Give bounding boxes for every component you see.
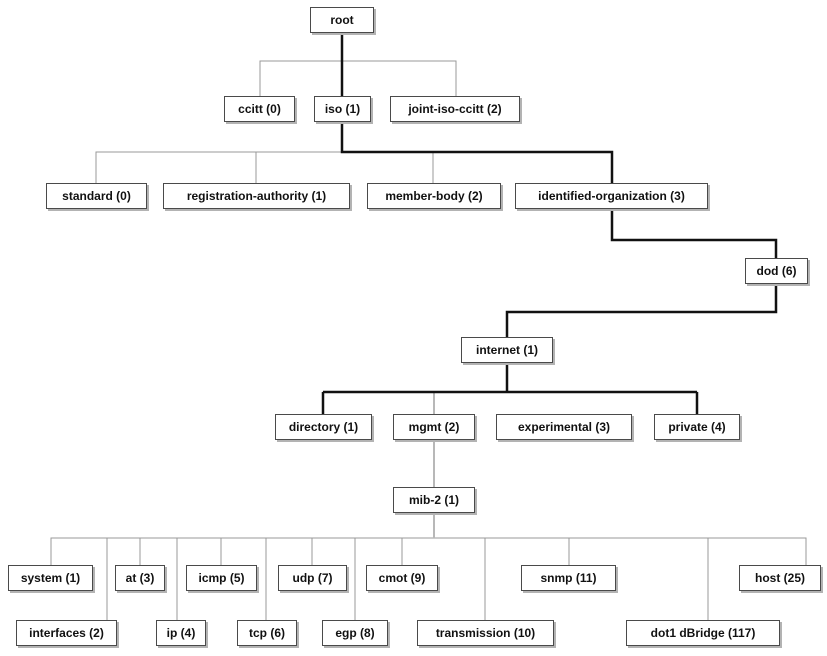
node-iso: iso (1) (314, 96, 371, 122)
connector-mib-2-children (50, 537, 807, 620)
node-ccitt: ccitt (0) (224, 96, 295, 122)
node-experimental: experimental (3) (496, 414, 632, 440)
path-dod-internet (505, 284, 778, 337)
node-standard: standard (0) (46, 183, 147, 209)
node-root: root (310, 7, 374, 33)
node-dot1-dbridge: dot1 dBridge (117) (626, 620, 780, 646)
node-host: host (25) (739, 565, 821, 591)
node-directory: directory (1) (275, 414, 372, 440)
node-private: private (4) (654, 414, 740, 440)
node-snmp: snmp (11) (521, 565, 616, 591)
node-registration-authority: registration-authority (1) (163, 183, 350, 209)
node-member-body: member-body (2) (367, 183, 501, 209)
node-at: at (3) (115, 565, 165, 591)
path-iso-identified-organization (340, 122, 614, 183)
node-ip: ip (4) (156, 620, 206, 646)
node-mib-2: mib-2 (1) (393, 487, 475, 513)
node-transmission: transmission (10) (417, 620, 554, 646)
node-icmp: icmp (5) (186, 565, 257, 591)
connector-iso-children (95, 151, 434, 183)
node-dod: dod (6) (745, 258, 808, 284)
path-internet-branches (321, 390, 699, 414)
node-identified-organization: identified-organization (3) (515, 183, 708, 209)
node-udp: udp (7) (278, 565, 347, 591)
connector-root-children (259, 60, 457, 96)
node-mgmt: mgmt (2) (393, 414, 475, 440)
connector-internet-children (322, 391, 698, 414)
node-joint-iso-ccitt: joint-iso-ccitt (2) (390, 96, 520, 122)
node-cmot: cmot (9) (366, 565, 438, 591)
node-system: system (1) (8, 565, 93, 591)
path-identified-organization-dod (610, 209, 778, 258)
node-internet: internet (1) (461, 337, 553, 363)
node-interfaces: interfaces (2) (16, 620, 117, 646)
node-egp: egp (8) (322, 620, 388, 646)
node-tcp: tcp (6) (237, 620, 297, 646)
